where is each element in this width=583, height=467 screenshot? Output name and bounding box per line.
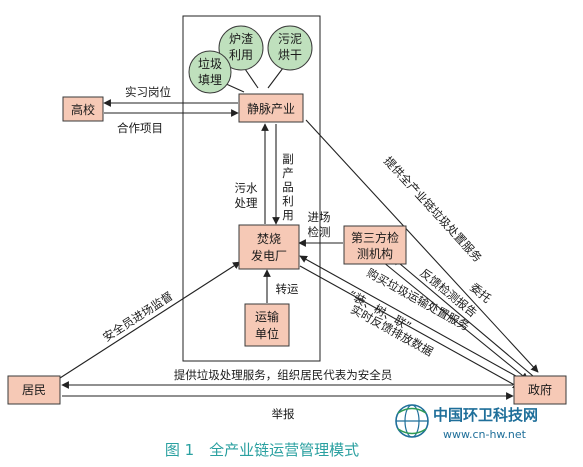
slag-label-1: 炉渣	[229, 32, 253, 46]
figure-caption: 图 1 全产业链运营管理模式	[165, 441, 359, 459]
venous-industry-node	[238, 93, 304, 123]
byproduct-label-5: 用	[282, 208, 294, 222]
landfill-node	[188, 50, 232, 94]
industrial-park-frame	[182, 15, 321, 362]
sludge-drying-node	[267, 25, 313, 71]
slag-utilization-node	[218, 25, 264, 71]
chain-service-arrow	[305, 119, 539, 373]
sewage-label-1: 污水	[235, 181, 258, 195]
sludge-link	[267, 67, 284, 89]
third-party-label-1: 第三方检	[351, 230, 399, 245]
internship-label: 实习岗位	[125, 85, 171, 99]
sludge-label-2: 烘干	[278, 48, 302, 62]
globe-logo-icon	[395, 404, 429, 438]
residents-label: 居民	[22, 383, 46, 397]
transfer-label: 转运	[276, 282, 299, 296]
byproduct-label-4: 利	[282, 194, 294, 208]
report-label: 举报	[272, 407, 295, 421]
watermark-url: www.cn-hw.net	[443, 428, 527, 441]
residents-node	[7, 375, 61, 405]
sludge-label-1: 污泥	[278, 32, 302, 46]
byproduct-label-2: 产	[282, 166, 294, 180]
byproduct-label-1: 副	[282, 152, 294, 166]
watermark-name: 中国环卫科技网	[433, 406, 538, 424]
landfill-label-1: 垃圾	[198, 56, 222, 71]
entry-inspection-label-2: 检测	[308, 225, 331, 239]
incineration-plant-node	[238, 224, 300, 270]
byproduct-label-3: 品	[282, 180, 294, 194]
school-node	[62, 96, 104, 122]
school-label: 高校	[71, 102, 95, 117]
buy-service-arrow	[299, 255, 524, 381]
transport-label-1: 运输	[255, 309, 279, 324]
incineration-label-2: 发电厂	[251, 248, 287, 263]
slag-label-2: 利用	[229, 48, 253, 62]
incineration-label-1: 焚烧	[257, 232, 281, 246]
cooperation-label: 合作项目	[117, 121, 163, 135]
government-label: 政府	[528, 382, 552, 397]
third-party-node	[343, 225, 407, 265]
transport-label-2: 单位	[255, 326, 279, 341]
transport-unit-node	[244, 303, 290, 347]
entry-inspection-label-1: 进场	[308, 210, 331, 224]
commission-arrow	[392, 257, 534, 377]
government-node	[513, 375, 567, 405]
landfill-label-2: 填埋	[198, 73, 222, 87]
provide-service-label: 提供垃圾处理服务，组织居民代表为安全员	[174, 368, 393, 382]
feedback-arrow	[382, 261, 529, 381]
safety-supervise-arrow	[59, 261, 241, 379]
realtime-arrow	[299, 265, 521, 389]
sewage-label-2: 处理	[235, 196, 258, 210]
third-party-label-2: 测机构	[357, 246, 393, 261]
venous-industry-label: 静脉产业	[247, 101, 295, 116]
safety-supervise-label: 安全员进场监督	[100, 289, 175, 345]
